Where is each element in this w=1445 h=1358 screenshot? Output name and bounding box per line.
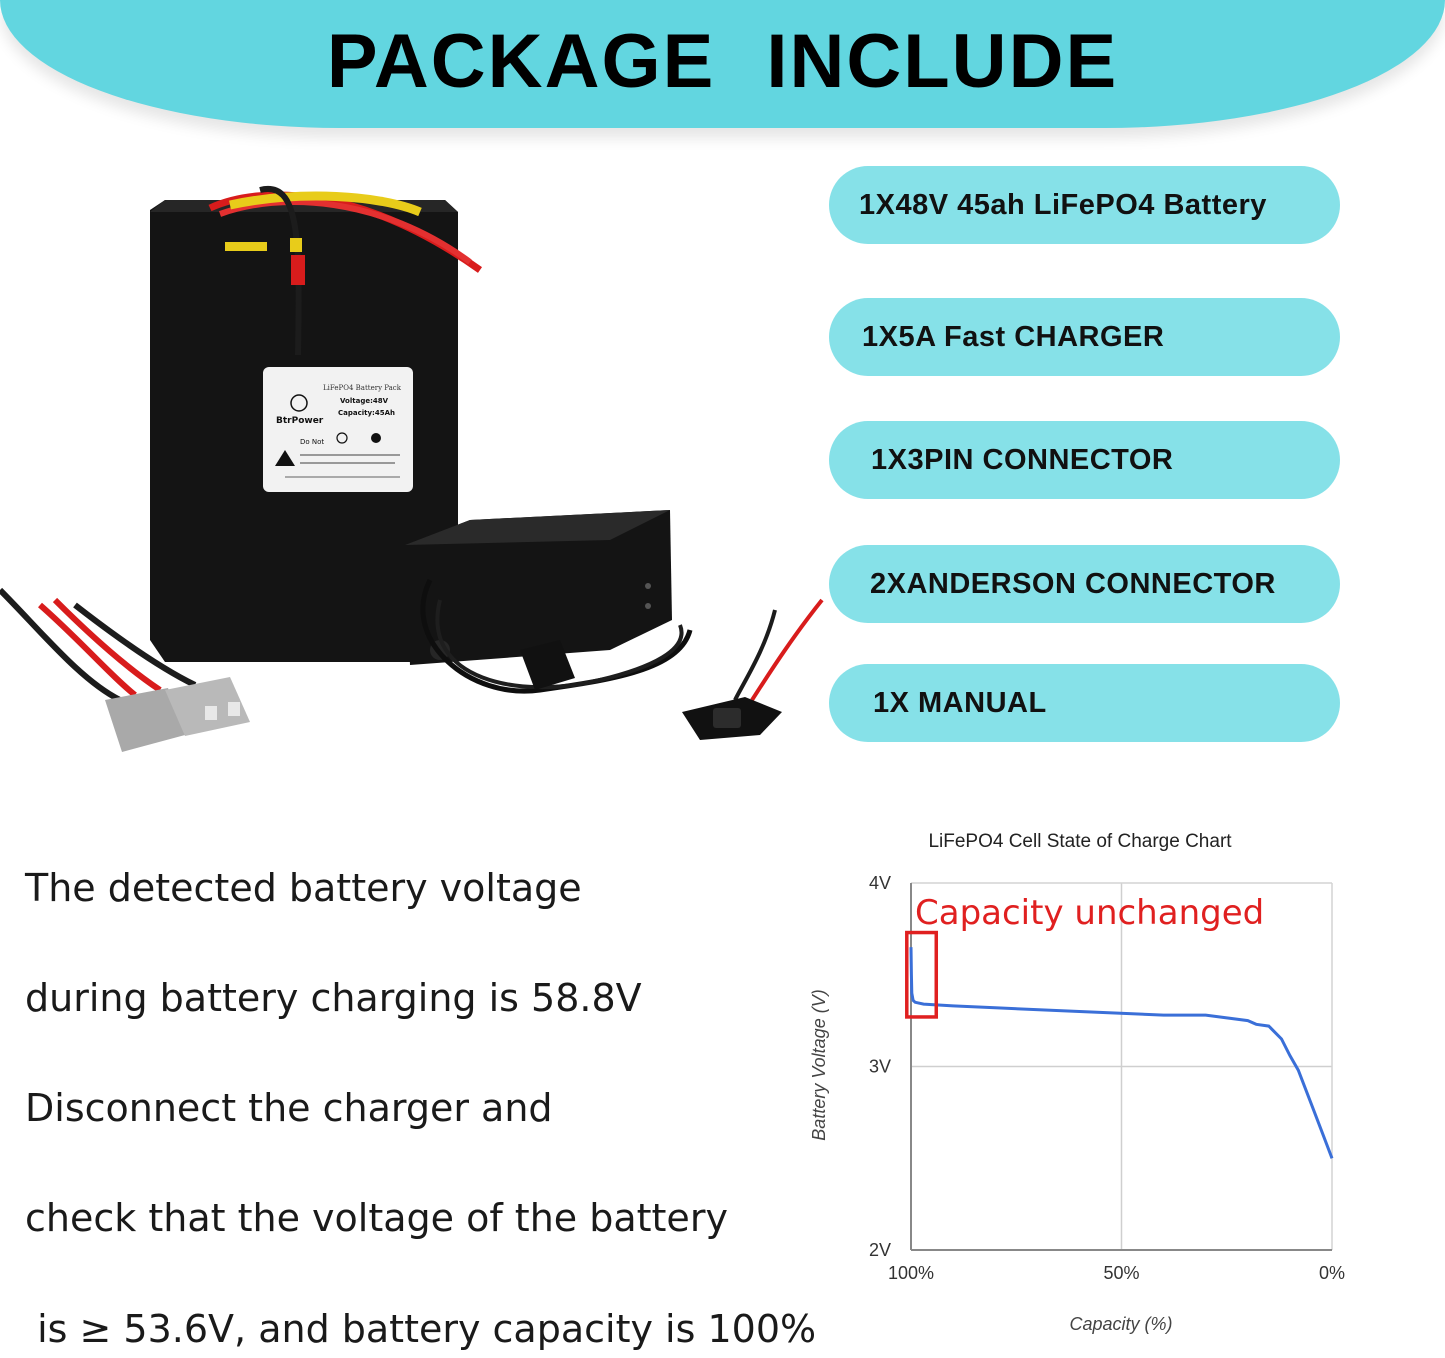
chart-annotation-box	[905, 930, 939, 1019]
chart-series-line	[909, 947, 1334, 1159]
package-item-label: 1X3PIN CONNECTOR	[871, 443, 1174, 476]
page-title: PACKAGE INCLUDE	[326, 19, 1119, 104]
package-item-label: 1X5A Fast CHARGER	[862, 320, 1165, 353]
description-line-2: during battery charging is 58.8V	[25, 976, 642, 1020]
description-line-4: check that the voltage of the battery	[25, 1196, 728, 1240]
chart-y-axis-label: Battery Voltage (V)	[809, 989, 829, 1140]
anderson-connector-image	[0, 587, 250, 752]
description-line-3: Disconnect the charger and	[25, 1086, 553, 1130]
chart-x-tick-label: 100%	[888, 1263, 934, 1283]
battery-label-warning: Do Not	[300, 438, 324, 446]
package-item-3pin-connector: 1X3PIN CONNECTOR	[829, 421, 1340, 499]
package-item-manual: 1X MANUAL	[829, 664, 1340, 742]
package-item-anderson-connector: 2XANDERSON CONNECTOR	[829, 545, 1340, 623]
warning-icon	[275, 450, 295, 466]
battery-label-capacity: Capacity:45Ah	[338, 409, 395, 417]
three-pin-connector-image	[682, 598, 824, 740]
package-item-label: 2XANDERSON CONNECTOR	[870, 567, 1276, 600]
battery-label-title: LiFePO4 Battery Pack	[323, 384, 402, 392]
header-banner	[0, 0, 1445, 128]
package-item-charger: 1X5A Fast CHARGER	[829, 298, 1340, 376]
description-line-5: is ≥ 53.6V, and battery capacity is 100%	[25, 1307, 817, 1351]
chart-x-tick-label: 50%	[1103, 1263, 1139, 1283]
soc-chart-svg: LiFePO4 Cell State of Charge Chart 4V 3V 2…	[809, 831, 1345, 1334]
battery-label-voltage: Voltage:48V	[340, 397, 389, 405]
chart-x-axis-label: Capacity (%)	[1069, 1314, 1172, 1334]
chart-annotation-text: Capacity unchanged	[915, 893, 1264, 933]
product-illustration: LiFePO4 Battery Pack BtrPower Voltage:48…	[0, 185, 824, 752]
chart-y-tick-label: 4V	[869, 873, 891, 893]
chart-y-tick-label: 2V	[869, 1240, 891, 1260]
battery-pack-image: LiFePO4 Battery Pack BtrPower Voltage:48…	[150, 185, 483, 662]
package-item-battery: 1X48V 45ah LiFePO4 Battery	[829, 166, 1340, 244]
chart-y-tick-label: 3V	[869, 1057, 891, 1077]
chart-x-tick-label: 0%	[1319, 1263, 1345, 1283]
battery-label-brand: BtrPower	[276, 416, 324, 426]
chart-title: LiFePO4 Cell State of Charge Chart	[928, 831, 1232, 852]
package-item-label: 1X48V 45ah LiFePO4 Battery	[859, 188, 1267, 221]
package-item-label: 1X MANUAL	[873, 686, 1047, 719]
charger-image	[405, 510, 693, 694]
soc-chart: LiFePO4 Cell State of Charge Chart 4V 3V 2…	[795, 820, 1425, 1350]
description-line-1: The detected battery voltage	[25, 866, 582, 910]
